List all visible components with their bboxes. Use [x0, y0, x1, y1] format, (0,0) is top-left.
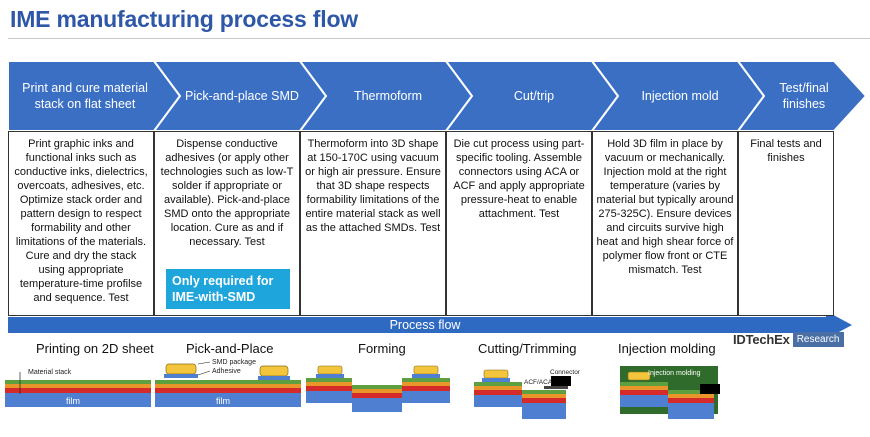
- label-adhesive: Adhesive: [212, 368, 241, 375]
- title-divider: [8, 38, 870, 39]
- step-description-5: Hold 3D film in place by vacuum or mecha…: [592, 131, 738, 316]
- process-flow-arrow: [8, 311, 852, 339]
- process-flow-label: Process flow: [389, 318, 461, 332]
- stage-title-printing: Printing on 2D sheet: [36, 341, 154, 356]
- step-header-2: Pick-and-place SMD: [185, 89, 299, 103]
- stage-title-injection: Injection molding: [618, 341, 716, 356]
- label-injection-molding: Injection molding: [648, 370, 701, 377]
- step-header-6: Test/final finishes: [779, 81, 829, 111]
- step-header-3: Thermoform: [353, 89, 423, 103]
- step-description-3: Thermoform into 3D shape at 150-170C usi…: [300, 131, 446, 316]
- page-title: IME manufacturing process flow: [10, 6, 358, 32]
- label-acf-aca: ACF/ACA: [524, 379, 553, 386]
- diagram-cutting: [474, 369, 571, 419]
- logo-sub-text: Research: [792, 332, 844, 347]
- label-connector: Connector: [550, 369, 581, 376]
- logo-main-text: IDTechEx: [733, 332, 790, 347]
- label-film-2: film: [216, 396, 230, 406]
- step-header-1: Print and cure material stack on flat sh…: [22, 81, 148, 111]
- chevron-6: [736, 60, 868, 132]
- diagram-pick-and-place: [155, 361, 301, 407]
- label-smd-package: SMD package: [212, 359, 256, 366]
- stage-title-pick-and-place: Pick-and-Place: [186, 341, 274, 356]
- stage-title-cutting: Cutting/Trimming: [478, 341, 577, 356]
- diagram-forming: [306, 365, 450, 412]
- step-description-4: Die cut process using part-specific tool…: [446, 131, 592, 316]
- label-material-stack: Material stack: [28, 369, 72, 376]
- step-description-6: Final tests and finishes: [738, 131, 834, 316]
- idtechex-logo: IDTechEx Research: [733, 332, 844, 347]
- label-film-1: film: [66, 396, 80, 406]
- diagram-printing: [5, 372, 151, 407]
- smd-only-callout: Only required for IME-with-SMD: [166, 269, 290, 309]
- step-header-4: Cut/trip: [513, 89, 555, 103]
- step-header-5: Injection mold: [641, 89, 719, 103]
- stage-title-forming: Forming: [358, 341, 406, 356]
- step-description-1: Print graphic inks and functional inks s…: [8, 131, 154, 316]
- diagram-injection: [620, 366, 720, 419]
